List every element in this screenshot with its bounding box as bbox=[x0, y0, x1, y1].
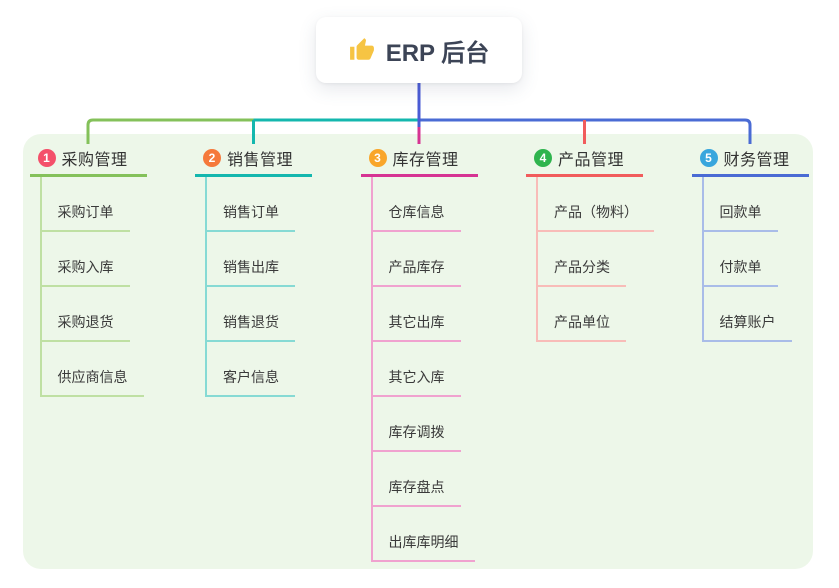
branch-3: 3 库存管理仓库信息产品库存其它出库其它入库库存调拨库存盘点出库库明细 bbox=[360, 141, 478, 562]
root-node-label: ERP 后台 bbox=[385, 39, 490, 67]
child-node[interactable]: 供应商信息 bbox=[41, 342, 144, 397]
child-node[interactable]: 销售出库 bbox=[207, 232, 295, 287]
child-node[interactable]: 仓库信息 bbox=[372, 177, 461, 232]
branch-2: 2 销售管理销售订单销售出库销售退货客户信息 bbox=[195, 141, 312, 397]
child-node-label: 供应商信息 bbox=[57, 369, 128, 385]
child-node-label: 销售出库 bbox=[223, 259, 279, 275]
child-node-label: 库存盘点 bbox=[388, 479, 445, 495]
branch-number-badge: 2 bbox=[203, 148, 221, 167]
child-node-label: 采购入库 bbox=[57, 259, 114, 275]
child-node-label: 其它入库 bbox=[388, 369, 445, 385]
child-node[interactable]: 采购入库 bbox=[41, 232, 130, 287]
child-node-label: 其它出库 bbox=[388, 314, 445, 330]
branch-title-label: 库存管理 bbox=[392, 151, 459, 169]
root-node[interactable]: ERP 后台 bbox=[316, 17, 522, 83]
branch-title-node[interactable]: 2 销售管理 bbox=[195, 141, 312, 177]
child-node-label: 回款单 bbox=[719, 204, 762, 220]
child-node-label: 仓库信息 bbox=[388, 204, 445, 220]
child-node-label: 产品（物料） bbox=[554, 204, 638, 220]
branch-4: 4 产品管理产品（物料） 产品分类产品单位 bbox=[526, 141, 654, 342]
child-node[interactable]: 产品（物料） bbox=[538, 177, 654, 232]
child-node-label: 客户信息 bbox=[223, 369, 279, 385]
child-node[interactable]: 出库库明细 bbox=[372, 507, 475, 562]
child-node-label: 产品单位 bbox=[554, 314, 610, 330]
branch-number-badge: 1 bbox=[37, 148, 56, 167]
child-node[interactable]: 其它入库 bbox=[372, 342, 461, 397]
branch-title-label: 销售管理 bbox=[227, 151, 294, 169]
child-node-label: 结算账户 bbox=[719, 314, 776, 330]
child-node-label: 销售订单 bbox=[223, 204, 279, 220]
child-node[interactable]: 结算账户 bbox=[703, 287, 792, 342]
branch-title-node[interactable]: 5 财务管理 bbox=[691, 141, 809, 177]
child-node-label: 采购退货 bbox=[57, 314, 114, 330]
branch-title-label: 产品管理 bbox=[558, 151, 625, 169]
child-node-label: 产品库存 bbox=[388, 259, 445, 275]
branch-title-label: 采购管理 bbox=[61, 151, 128, 169]
branch-children: 销售订单销售出库销售退货客户信息 bbox=[205, 177, 295, 397]
branch-5: 5 财务管理回款单付款单结算账户 bbox=[691, 141, 809, 342]
branch-number-badge: 5 bbox=[699, 148, 718, 167]
child-node-label: 产品分类 bbox=[554, 259, 610, 275]
child-node-label: 付款单 bbox=[719, 259, 762, 275]
child-node[interactable]: 产品分类 bbox=[538, 232, 626, 287]
child-node[interactable]: 产品库存 bbox=[372, 232, 461, 287]
branch-children: 回款单付款单结算账户 bbox=[701, 177, 792, 342]
child-node[interactable]: 销售退货 bbox=[207, 287, 295, 342]
child-node[interactable]: 库存调拨 bbox=[372, 397, 461, 452]
child-node-label: 销售退货 bbox=[223, 314, 279, 330]
branch-title-node[interactable]: 3 库存管理 bbox=[360, 141, 478, 177]
child-node[interactable]: 销售订单 bbox=[207, 177, 295, 232]
branch-number-badge: 4 bbox=[534, 148, 552, 167]
child-node-label: 出库库明细 bbox=[388, 534, 459, 550]
child-node-label: 库存调拨 bbox=[388, 424, 445, 440]
child-node[interactable]: 客户信息 bbox=[207, 342, 295, 397]
child-node[interactable]: 回款单 bbox=[703, 177, 778, 232]
branch-1: 1 采购管理采购订单采购入库采购退货供应商信息 bbox=[29, 141, 147, 397]
child-node-label: 采购订单 bbox=[57, 204, 114, 220]
branch-title-node[interactable]: 1 采购管理 bbox=[29, 141, 147, 177]
child-node[interactable]: 付款单 bbox=[703, 232, 778, 287]
thumbs-up-icon bbox=[349, 37, 375, 63]
branch-title-label: 财务管理 bbox=[723, 151, 790, 169]
branch-number-badge: 3 bbox=[368, 148, 387, 167]
branch-children: 产品（物料） 产品分类产品单位 bbox=[536, 177, 654, 342]
branch-children: 仓库信息产品库存其它出库其它入库库存调拨库存盘点出库库明细 bbox=[370, 177, 475, 562]
child-node[interactable]: 采购退货 bbox=[41, 287, 130, 342]
child-node[interactable]: 采购订单 bbox=[41, 177, 130, 232]
child-node[interactable]: 产品单位 bbox=[538, 287, 626, 342]
branch-title-node[interactable]: 4 产品管理 bbox=[526, 141, 643, 177]
branch-children: 采购订单采购入库采购退货供应商信息 bbox=[39, 177, 144, 397]
child-node[interactable]: 库存盘点 bbox=[372, 452, 461, 507]
child-node[interactable]: 其它出库 bbox=[372, 287, 461, 342]
branches-background-panel bbox=[23, 134, 813, 569]
